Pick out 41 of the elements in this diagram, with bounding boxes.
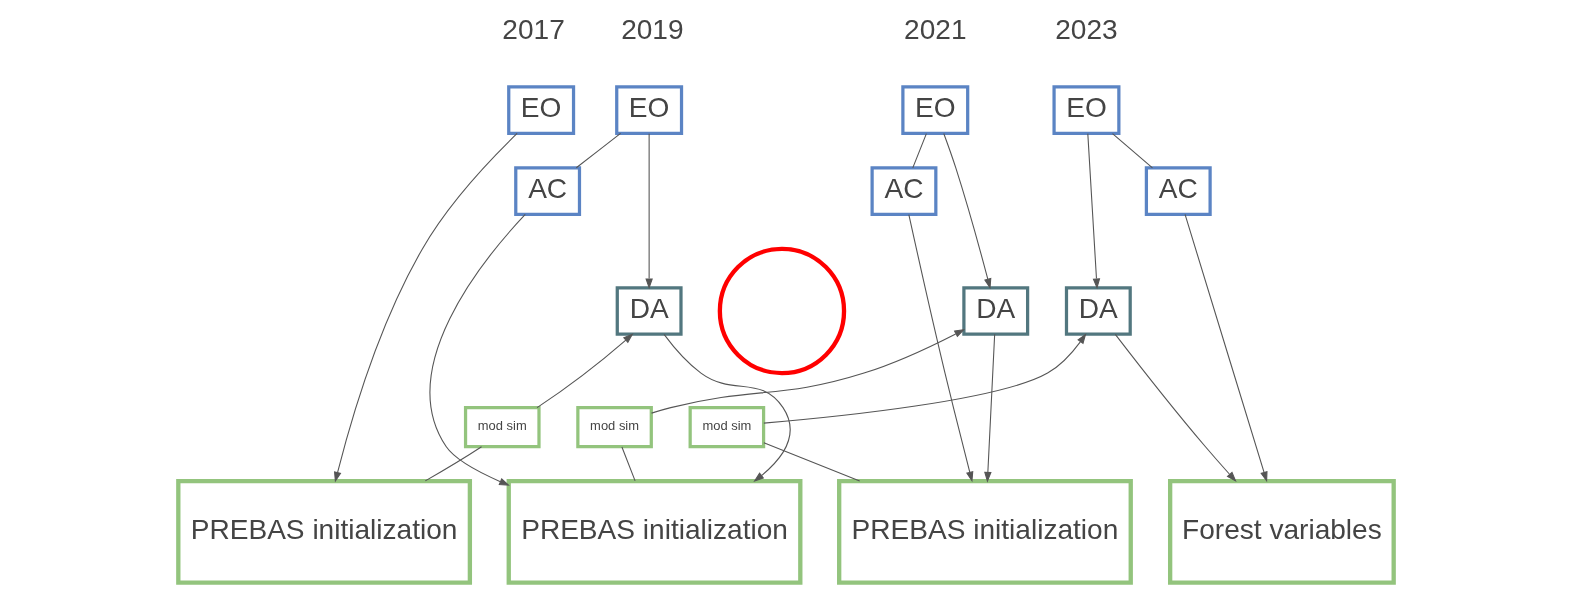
node-box: AC: [870, 166, 938, 216]
connector: [424, 446, 483, 482]
label: 2023: [1055, 14, 1118, 46]
node-box: EO: [615, 85, 684, 135]
arrow: [1087, 133, 1101, 290]
connector: [575, 132, 622, 169]
node-box: mod sim: [463, 406, 541, 449]
label: 2019: [621, 14, 684, 46]
arrow: [429, 213, 526, 486]
arrow: [663, 333, 791, 482]
node-box: Forest variables: [1168, 478, 1396, 585]
node-box: DA: [962, 286, 1030, 336]
arrow: [1114, 333, 1237, 483]
arrow: [1184, 213, 1268, 483]
node-box: mod sim: [688, 406, 766, 449]
node-box: EO: [507, 85, 576, 135]
arrow: [943, 132, 992, 290]
arrow: [984, 333, 996, 483]
node-box: EO: [1052, 85, 1121, 135]
node-box: AC: [1144, 166, 1212, 216]
node-box: mod sim: [576, 406, 653, 449]
node-box: PREBAS initialization: [176, 478, 473, 585]
label: 2017: [502, 14, 565, 46]
connector: [763, 442, 861, 482]
arrow: [908, 214, 974, 483]
arrow: [536, 333, 634, 409]
connector: [912, 133, 927, 169]
node-box: AC: [514, 166, 582, 216]
node-box: EO: [901, 85, 970, 135]
arrow: [763, 333, 1087, 424]
connector: [1112, 133, 1153, 169]
node-box: DA: [1064, 286, 1132, 336]
node-box: PREBAS initialization: [506, 478, 803, 585]
label: 2021: [904, 14, 967, 46]
arrow: [333, 132, 518, 483]
node-box: PREBAS initialization: [837, 478, 1133, 585]
arrow: [651, 329, 966, 414]
arrow: [645, 133, 653, 290]
node-circle: [717, 246, 847, 376]
connector: [621, 446, 636, 482]
node-box: DA: [615, 286, 683, 336]
